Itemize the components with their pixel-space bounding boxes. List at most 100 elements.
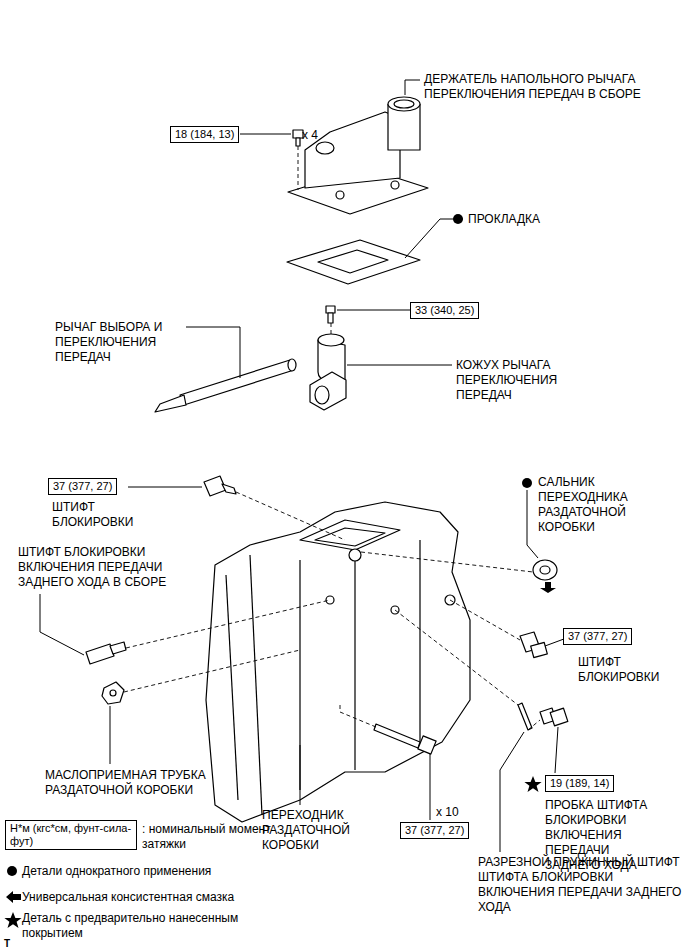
lever-rod — [180, 360, 294, 405]
lever-finger — [155, 395, 186, 412]
part-name: ДЕРЖАТЕЛЬ НАПОЛЬНОГО РЫЧАГА ПЕРЕКЛЮЧЕНИЯ… — [424, 72, 669, 102]
torque-value: 18 (184, 13) — [175, 128, 234, 141]
legend-star — [4, 912, 21, 928]
bolt-shank — [328, 313, 333, 323]
torque-value: 37 (377, 27) — [568, 630, 627, 643]
gasket-opening — [318, 250, 388, 273]
assembly-line — [331, 323, 332, 334]
part-name: РАЗРЕЗНОЙ ПРУЖИННЫЙ ШТИФТ ШТИФТА БЛОКИРО… — [478, 855, 688, 915]
part-name: ШТИФТ БЛОКИРОВКИ — [52, 500, 144, 530]
oil-pipe — [102, 682, 124, 704]
grease-arrow — [540, 582, 556, 593]
torque-box: 33 (340, 25) — [410, 302, 479, 319]
torque-value: 37 (377, 27) — [405, 824, 464, 837]
retainer-hole — [336, 191, 344, 199]
bolt-shank — [374, 724, 420, 748]
retainer-hole — [391, 181, 399, 189]
part-name: ПЕРЕХОДНИК РАЗДАТОЧНОЙ КОРОБКИ — [262, 808, 367, 853]
torque-box: Н*м (кгс*см, фунт-сила-фут) — [5, 820, 137, 850]
retainer-tube-top — [388, 97, 420, 111]
leader-line — [555, 727, 558, 773]
precoated-star — [524, 776, 541, 792]
housing-edge — [250, 555, 262, 815]
figure-mark: T — [4, 936, 10, 951]
housing-rib — [300, 540, 420, 790]
retainer-tube-bore — [394, 100, 414, 108]
leader-line — [430, 754, 431, 820]
retainer-boss — [316, 142, 334, 154]
legend-text: : номинальный момент затяжки — [142, 822, 272, 852]
spring-pin — [518, 703, 532, 730]
torque-value: Н*м (кгс*см, фунт-сила-фут) — [10, 822, 132, 848]
torque-value: 33 (340, 25) — [415, 304, 474, 317]
housing-edge — [226, 575, 238, 800]
torque-box: 37 (377, 27) — [400, 822, 469, 839]
quantity-label: x 10 — [436, 805, 459, 820]
leader-line — [40, 594, 84, 655]
single-use-mark — [522, 478, 532, 488]
housing-port — [326, 596, 334, 604]
housing-top-flange — [300, 520, 400, 550]
legend-arrow — [6, 891, 21, 903]
torque-box: 37 (377, 27) — [563, 628, 632, 645]
leader-line — [110, 706, 111, 764]
legend-text: Универсальная консистентная смазка — [22, 890, 302, 905]
leader-line — [500, 732, 524, 852]
housing-top — [318, 334, 344, 346]
housing-port — [349, 549, 361, 561]
reverse-pin-tip — [110, 642, 126, 654]
oil-seal — [533, 560, 557, 580]
retainer-body — [305, 112, 400, 188]
part-name: ШТИФТ БЛОКИРОВКИ — [578, 655, 673, 685]
assembly-line — [298, 146, 299, 190]
part-name: КОЖУХ РЫЧАГА ПЕРЕКЛЮЧЕНИЯ ПЕРЕДАЧ — [456, 358, 586, 403]
part-name: МАСЛОПРИЕМНАЯ ТРУБКА РАЗДАТОЧНОЙ КОРОБКИ — [45, 768, 223, 798]
torque-box: 19 (189, 14) — [545, 775, 614, 792]
adapter-housing — [206, 502, 470, 822]
bolt-head — [293, 130, 303, 138]
part-name: ШТИФТ БЛОКИРОВКИ ВКЛЮЧЕНИЯ ПЕРЕДАЧИ ЗАДН… — [18, 545, 200, 590]
assembly-line — [395, 610, 518, 705]
leader-line — [527, 490, 538, 558]
assembly-line — [528, 720, 540, 730]
bolt-head — [418, 736, 436, 754]
leader-line — [128, 487, 202, 488]
leader-line — [405, 80, 420, 95]
housing-top-opening — [315, 528, 385, 546]
lever-rod-end — [288, 359, 296, 371]
legend-text: Детали однократного применения — [22, 864, 302, 879]
leader-line — [300, 745, 301, 805]
assembly-line — [124, 650, 300, 692]
assembly-line — [126, 600, 330, 648]
bolt-shank — [296, 138, 300, 146]
leader-line — [405, 219, 463, 258]
part-name: САЛЬНИК ПЕРЕХОДНИКА РАЗДАТОЧНОЙ КОРОБКИ — [538, 475, 648, 535]
torque-box: 37 (377, 27) — [48, 478, 117, 495]
part-name: РЫЧАГ ВЫБОРА И ПЕРЕКЛЮЧЕНИЯ ПЕРЕДАЧ — [55, 320, 183, 365]
gasket — [287, 240, 420, 284]
housing-bore — [315, 386, 329, 404]
assembly-line — [236, 492, 345, 540]
housing-hub — [310, 372, 346, 410]
plug-head — [550, 708, 568, 726]
leader-line — [186, 327, 240, 378]
quantity-label: x 4 — [302, 128, 318, 143]
leader-line — [337, 310, 410, 311]
leader-line — [347, 365, 452, 366]
leader-line — [240, 134, 291, 135]
legend-text: Деталь с предварительно нанесенным покры… — [22, 911, 272, 941]
assembly-line — [361, 552, 533, 572]
assembly-line — [450, 600, 520, 640]
torque-box: 18 (184, 13) — [170, 126, 239, 143]
oil-seal-bore — [540, 566, 550, 574]
detent-pin-head — [531, 642, 548, 657]
assembly-line — [340, 705, 376, 727]
detent-pin-tip — [222, 484, 236, 494]
oil-pipe-bore — [110, 690, 116, 696]
single-use-mark — [453, 214, 463, 224]
torque-value: 37 (377, 27) — [53, 480, 112, 493]
part-name: ПРОКЛАДКА — [468, 212, 540, 227]
bolt-head — [326, 306, 335, 313]
legend-circle — [7, 866, 17, 876]
torque-value: 19 (189, 14) — [550, 777, 609, 790]
